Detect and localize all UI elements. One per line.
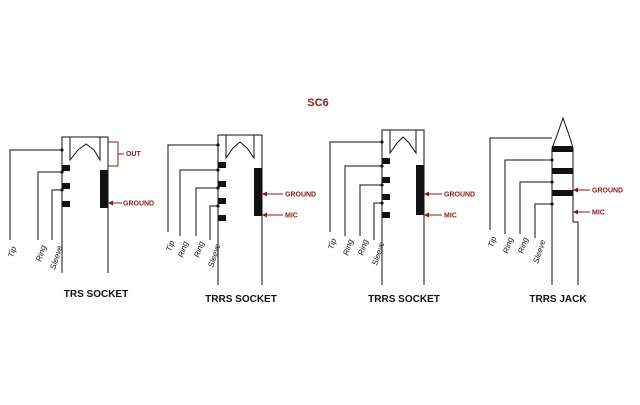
trrs2-tip-label: Tip: [326, 237, 338, 251]
trrs1-ground-arrowhead: [262, 191, 267, 197]
trrs1-ring-label: Ring: [176, 240, 190, 259]
trrs2-ground-label: GROUND: [444, 192, 475, 199]
trs-tip-wire: [9, 149, 62, 240]
trs-socket-contact: [62, 165, 70, 171]
trrs1-ring2-wire: [195, 187, 218, 236]
trs-node: [60, 188, 64, 192]
trs-socket-diagram: Tip Ring Sleeve OUT GROUND TRS SOCKET: [6, 136, 154, 300]
trrs-jack-sleeve-label: Sleeve: [531, 238, 547, 265]
trrs2-ring2-wire: [359, 184, 382, 236]
trrs-jack-band: [552, 190, 573, 196]
trrs1-tip-label: Tip: [164, 239, 176, 253]
trs-socket-contact: [100, 170, 108, 208]
trs-socket-contact: [62, 201, 70, 207]
trs-socket-caption: TRS SOCKET: [64, 289, 128, 300]
trrs-socket-2-diagram: Tip Ring Ring Sleeve GROUND MIC TRRS SOC…: [326, 129, 475, 305]
trs-socket-contact: [62, 183, 70, 189]
trrs-jack-mic-arrowhead: [573, 209, 578, 215]
trrs1-node: [216, 143, 220, 147]
trrs-jack-diagram: Tip Ring Ring Sleeve GROUND MIC TRRS JAC…: [486, 116, 623, 305]
trrs2-ring2-label: Ring: [356, 238, 370, 257]
trrs1-node: [216, 186, 220, 190]
trrs1-node: [216, 168, 220, 172]
trrs1-node: [216, 204, 220, 208]
trs-ground-label: GROUND: [123, 201, 154, 208]
trrs2-mic-label: MIC: [444, 213, 457, 220]
trrs2-node: [380, 183, 384, 187]
trrs1-contact: [218, 198, 226, 204]
trrs1-contact: [218, 181, 226, 187]
trrs-jack-mic-label: MIC: [592, 210, 605, 217]
trrs2-mic-arrowhead: [424, 212, 429, 218]
trs-out-bracket: [108, 141, 119, 167]
trrs2-ring-wire: [344, 165, 382, 236]
trs-node: [60, 148, 64, 152]
trrs1-contact: [254, 168, 262, 216]
trs-node: [60, 170, 64, 174]
trs-tip-label: Tip: [6, 245, 18, 259]
trrs-jack-ring-wire: [504, 159, 552, 234]
trrs2-ground-arrowhead: [424, 191, 429, 197]
trrs2-contact: [382, 212, 390, 218]
trrs-jack-ground-arrowhead: [573, 187, 578, 193]
trrs-jack-band: [552, 168, 573, 174]
trs-out-label: OUT: [126, 151, 142, 158]
trrs-jack-band: [552, 146, 573, 152]
trrs1-sleeve-wire: [209, 205, 218, 240]
trrs2-tip-wire: [329, 141, 382, 232]
trrs-jack-node: [550, 202, 554, 206]
trs-sleeve-wire: [51, 189, 62, 240]
trs-ground-arrowhead: [108, 200, 113, 206]
trrs2-contact: [416, 165, 424, 215]
trrs-jack-node: [550, 158, 554, 162]
trs-socket-spring: [69, 137, 101, 162]
trrs1-socket-spring: [225, 135, 255, 160]
trrs1-sleeve-label: Sleeve: [206, 242, 222, 269]
trrs2-sleeve-label: Sleeve: [370, 240, 386, 267]
trrs-jack-ground-label: GROUND: [592, 188, 623, 195]
trs-ring-wire: [37, 171, 62, 240]
trrs1-ring-wire: [179, 169, 218, 236]
trrs1-contact: [218, 162, 226, 168]
trrs-jack-sleeve-wire: [534, 203, 552, 238]
diagram-title: SC6: [307, 97, 328, 109]
trrs2-node: [380, 164, 384, 168]
trrs2-node: [380, 201, 384, 205]
trrs2-sleeve-wire: [373, 202, 382, 240]
trrs2-contact: [382, 158, 390, 164]
trrs1-contact: [218, 215, 226, 221]
trrs-jack-tip-wire: [489, 137, 552, 230]
trrs1-ring2-label: Ring: [192, 240, 206, 259]
trrs2-socket-spring: [389, 130, 417, 155]
trrs-jack-caption: TRRS JACK: [529, 294, 587, 305]
trrs1-tip-wire: [167, 144, 218, 232]
trrs2-node: [380, 140, 384, 144]
trrs1-mic-label: MIC: [285, 213, 298, 220]
trrs-jack-ring2-label: Ring: [516, 236, 530, 255]
trrs1-ground-label: GROUND: [285, 192, 316, 199]
trrs-jack-ring2-wire: [519, 181, 552, 234]
trrs2-contact: [382, 194, 390, 200]
trrs2-contact: [382, 177, 390, 183]
trrs-jack-plug: [551, 116, 579, 285]
trs-ring-label: Ring: [34, 244, 48, 263]
trrs-jack-tip-label: Tip: [486, 235, 498, 249]
trrs-jack-node: [550, 180, 554, 184]
trrs-socket-2-caption: TRRS SOCKET: [368, 294, 440, 305]
trrs-socket-1-caption: TRRS SOCKET: [205, 294, 277, 305]
trrs1-mic-arrowhead: [262, 212, 267, 218]
trrs-socket-1-diagram: Tip Ring Ring Sleeve GROUND MIC TRRS SOC…: [164, 134, 316, 305]
trrs2-ring-label: Ring: [341, 238, 355, 257]
trrs-jack-ring-label: Ring: [501, 236, 515, 255]
